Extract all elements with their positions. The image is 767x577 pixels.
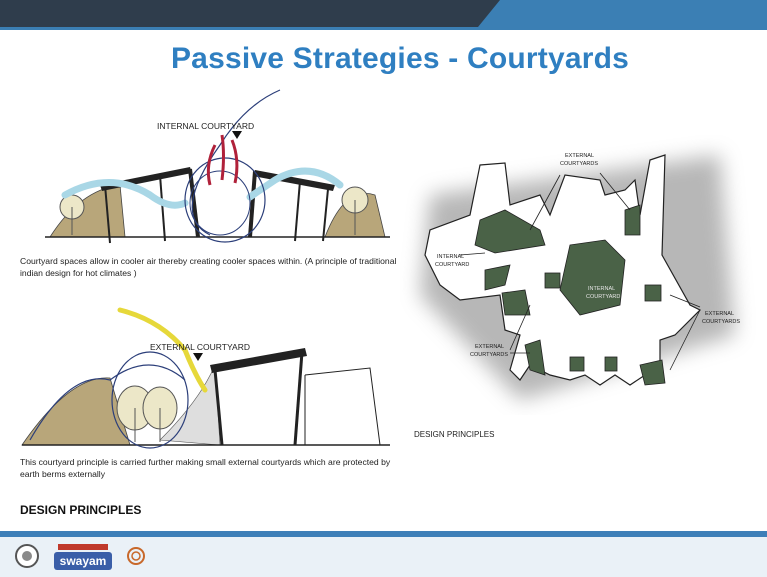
svg-text:INTERNAL: INTERNAL: [437, 254, 464, 260]
external-courtyard-caption-line1: This courtyard principle is carried furt…: [20, 457, 391, 467]
external-courtyard-section-diagram: EXTERNAL COURTYARD: [21, 307, 390, 449]
courtyard-plan-diagram: EXTERNAL COURTYARDS INTERNAL COURTYARD I…: [420, 153, 740, 400]
internal-courtyard-caption-line1: Courtyard spaces allow in cooler air the…: [20, 256, 397, 266]
svg-text:COURTYARDS: COURTYARDS: [702, 319, 740, 325]
svg-text:COURTYARD: COURTYARD: [586, 294, 620, 300]
design-principles-heading: DESIGN PRINCIPLES: [20, 503, 142, 517]
swayam-logo: swayam: [54, 552, 112, 570]
nptel-logo-icon: [127, 547, 145, 565]
internal-courtyard-label: INTERNAL COURTYARD: [157, 121, 254, 131]
svg-text:COURTYARD: COURTYARD: [435, 262, 469, 268]
svg-text:EXTERNAL: EXTERNAL: [475, 344, 504, 350]
svg-text:COURTYARDS: COURTYARDS: [560, 161, 598, 167]
institute-logo-icon: [15, 544, 39, 568]
svg-text:INTERNAL: INTERNAL: [588, 286, 615, 292]
svg-text:COURTYARDS: COURTYARDS: [470, 352, 508, 358]
slide-title: Passive Strategies - Courtyards: [170, 42, 630, 75]
internal-courtyard-section-diagram: INTERNAL COURTYARD: [45, 89, 390, 244]
svg-text:EXTERNAL: EXTERNAL: [565, 153, 594, 159]
slide-header-rule: [0, 27, 767, 30]
internal-courtyard-caption-line2: indian design for hot climates ): [20, 268, 137, 278]
footer-panel: [0, 537, 767, 577]
roof-right: [253, 170, 335, 191]
slide-header-accent: [478, 0, 767, 27]
external-courtyard-label: EXTERNAL COURTYARD: [150, 342, 250, 352]
external-courtyard-caption-line2: earth berms externally: [20, 469, 106, 479]
swayam-logo-stripe: [58, 544, 108, 550]
roof-left: [100, 167, 192, 191]
plan-design-principles-label: DESIGN PRINCIPLES: [414, 430, 495, 439]
svg-text:EXTERNAL: EXTERNAL: [705, 311, 734, 317]
